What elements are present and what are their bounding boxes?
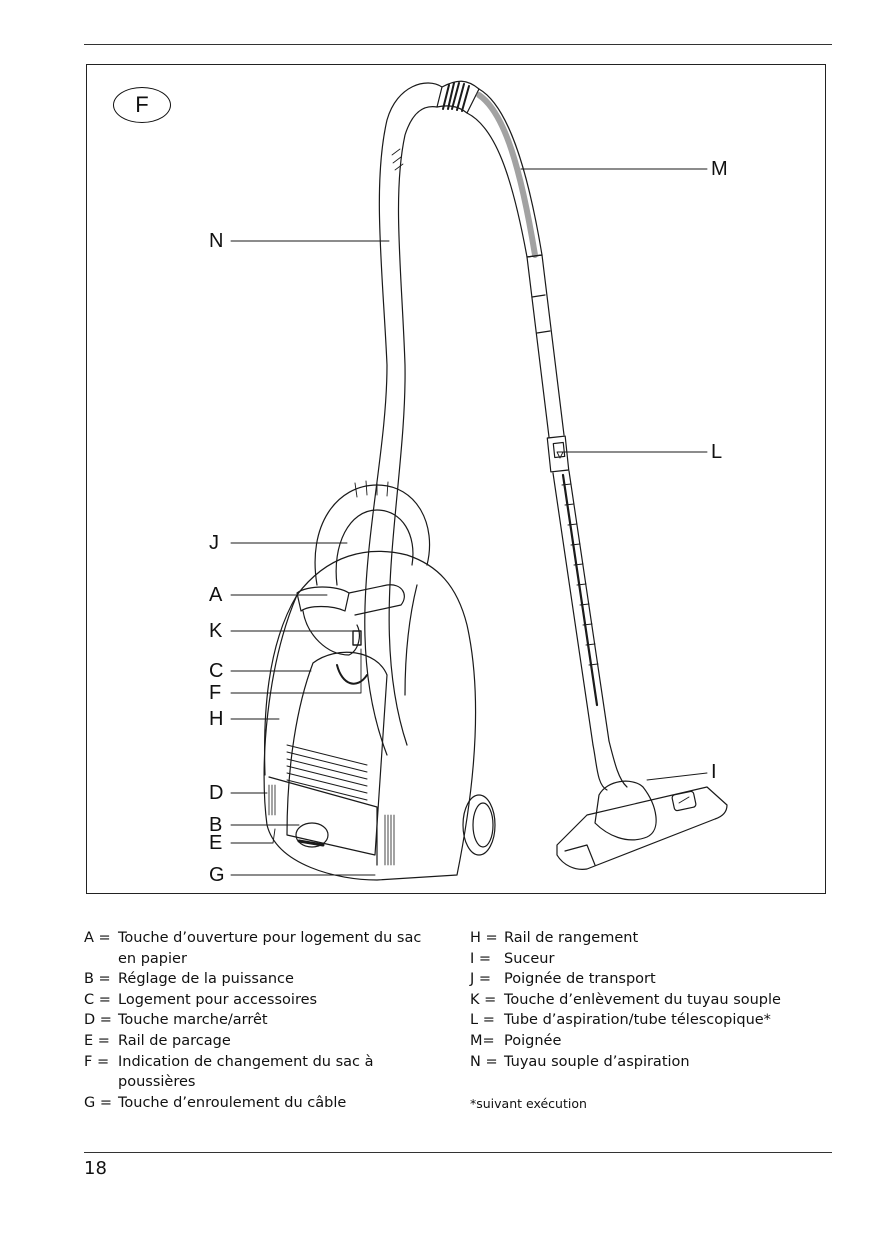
legend-text: Tube d’aspiration/tube télescopique*: [504, 1012, 771, 1029]
legend-item: N = Tuyau souple d’aspiration: [470, 1052, 830, 1073]
callout-n: N: [209, 230, 224, 252]
vacuum-cleaner-diagram: F N M L I J A K C F H D B E G: [86, 64, 826, 894]
legend-text: Réglage de la puissance: [118, 971, 294, 988]
telescopic-tube: [526, 254, 628, 791]
legend-left: A = Touche d’ouverture pour logement du s…: [84, 928, 444, 1113]
language-badge: F: [113, 87, 171, 123]
legend-text: Suceur: [504, 950, 555, 967]
legend-key: D =: [84, 1012, 112, 1029]
header-rule: [84, 44, 832, 45]
callout-d: D: [209, 782, 224, 804]
legend-text: Poignée: [504, 1032, 562, 1049]
vacuum-body: [263, 480, 496, 881]
legend-item: F = Indication de changement du sac à pou…: [84, 1052, 444, 1093]
legend-item: I = Suceur: [470, 949, 830, 970]
legend-text: Poignée de transport: [504, 971, 656, 988]
legend-item: K = Touche d’enlèvement du tuyau souple: [470, 990, 830, 1011]
legend-text: Touche d’ouverture pour logement du sac …: [118, 930, 422, 967]
callout-e: E: [209, 832, 223, 854]
legend-item: A = Touche d’ouverture pour logement du s…: [84, 928, 444, 969]
legend-item: D = Touche marche/arrêt: [84, 1010, 444, 1031]
callout-a: A: [209, 584, 223, 606]
legend-text: Touche d’enroulement du câble: [118, 1094, 347, 1111]
legend-key: J =: [470, 971, 492, 988]
floor-nozzle: [556, 780, 728, 870]
legend-text: Rail de rangement: [504, 930, 639, 946]
callout-i: I: [711, 761, 717, 783]
legend-text: Rail de parcage: [118, 1032, 231, 1049]
legend-key: A =: [84, 930, 111, 946]
legend-text: Touche d’enlèvement du tuyau souple: [504, 991, 781, 1008]
legend-key: H =: [470, 930, 498, 946]
legend-item: L = Tube d’aspiration/tube télescopique*: [470, 1010, 830, 1031]
legend-key: I =: [470, 950, 492, 967]
vacuum-illustration: [230, 80, 728, 881]
callout-f: F: [209, 682, 222, 704]
handle: [436, 80, 543, 258]
legend-text: Logement pour accessoires: [118, 991, 318, 1008]
callout-b: B: [209, 814, 223, 836]
telescopic-notches: [561, 483, 599, 666]
legend-right: H = Rail de rangement I = Suceur J = Poigné…: [470, 928, 830, 1072]
legend-text: Tuyau souple d’aspiration: [504, 1053, 690, 1070]
callout-l: L: [711, 441, 723, 463]
legend-key: L =: [470, 1012, 495, 1029]
legend-key: E =: [84, 1032, 110, 1049]
callout-m: M: [711, 158, 728, 180]
footnote: *suivant exécution: [470, 1096, 587, 1111]
legend-key: M=: [470, 1032, 495, 1049]
callout-leaders: [230, 168, 708, 876]
page-number: 18: [84, 1158, 107, 1179]
legend-key: N =: [470, 1053, 498, 1070]
air-vents: [286, 744, 368, 801]
legend-item: B = Réglage de la puissance: [84, 969, 444, 990]
legend-key: K =: [470, 991, 497, 1008]
legend-text: Indication de changement du sac à poussi…: [118, 1053, 374, 1091]
legend-text: Touche marche/arrêt: [118, 1012, 268, 1029]
legend-item: C = Logement pour accessoires: [84, 990, 444, 1011]
legend-key: G =: [84, 1094, 112, 1111]
callout-j: J: [209, 532, 219, 554]
legend-item: H = Rail de rangement: [470, 928, 830, 949]
legend-item: M= Poignée: [470, 1031, 830, 1052]
callout-h: H: [209, 708, 224, 730]
callout-g: G: [209, 864, 225, 886]
legend-item: E = Rail de parcage: [84, 1031, 444, 1052]
suction-hose: [364, 82, 443, 756]
legend-item: G = Touche d’enroulement du câble: [84, 1093, 444, 1114]
legend-key: C =: [84, 991, 111, 1008]
legend-key: B =: [84, 971, 111, 988]
callout-k: K: [209, 620, 223, 642]
legend-key: F =: [84, 1053, 110, 1070]
callout-c: C: [209, 660, 224, 682]
legend-item: J = Poignée de transport: [470, 969, 830, 990]
footer-rule: [84, 1152, 832, 1153]
